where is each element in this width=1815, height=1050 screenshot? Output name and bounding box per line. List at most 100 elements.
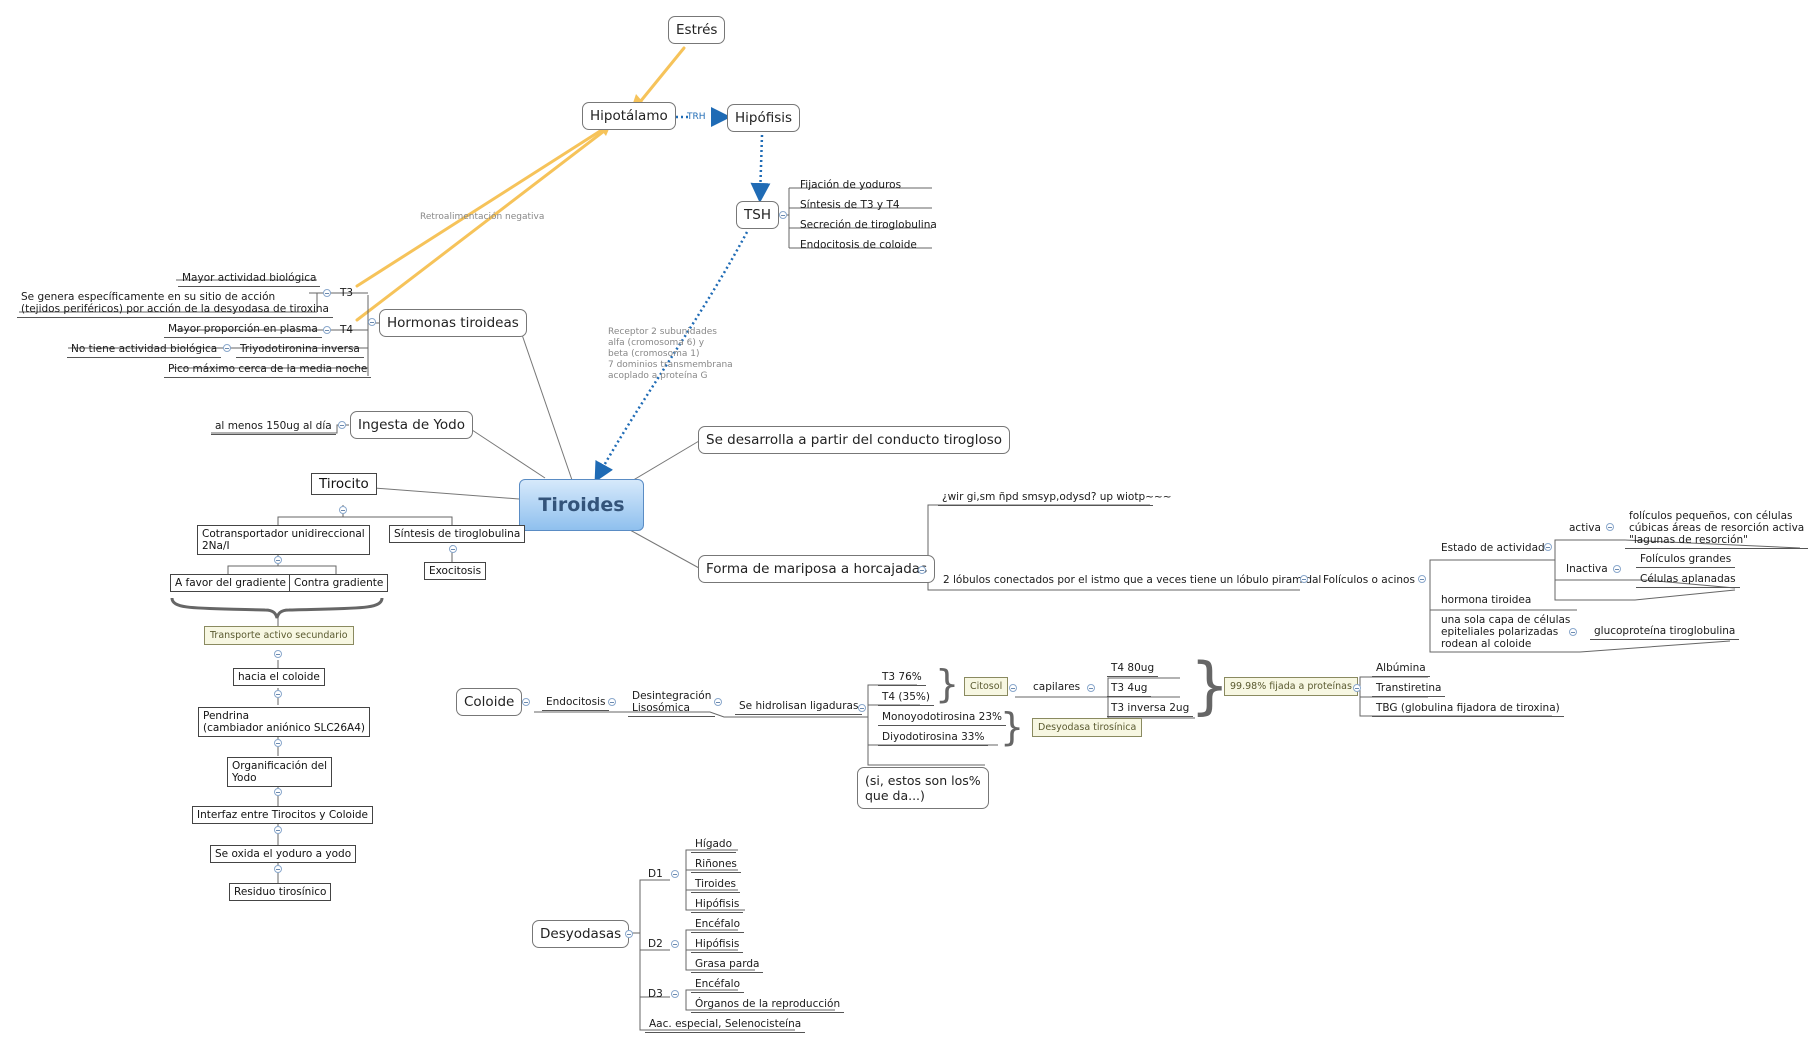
transtiretina[interactable]: Transtiretina bbox=[1372, 682, 1446, 697]
item-diyodotirosina[interactable]: Diyodotirosina 33% bbox=[878, 731, 989, 746]
a-favor-gradiente[interactable]: A favor del gradiente bbox=[170, 574, 292, 592]
dos-lobulos[interactable]: 2 lóbulos conectados por el istmo que a … bbox=[943, 574, 1322, 586]
t3-se-genera[interactable]: Se genera específicamente en su sitio de… bbox=[17, 291, 333, 318]
collapse-interfaz[interactable] bbox=[274, 826, 282, 834]
collapse-cotrans[interactable] bbox=[274, 556, 282, 564]
tbg[interactable]: TBG (globulina fijadora de tiroxina) bbox=[1372, 702, 1564, 717]
inactiva-label[interactable]: Inactiva bbox=[1566, 563, 1608, 575]
residuo-tirosinico[interactable]: Residuo tirosínico bbox=[229, 883, 332, 901]
node-hormonas-tiroideas[interactable]: Hormonas tiroideas bbox=[379, 309, 527, 337]
capilares[interactable]: capilares bbox=[1033, 681, 1081, 693]
organificacion-yodo[interactable]: Organificación del Yodo bbox=[227, 757, 333, 787]
node-ingesta-yodo[interactable]: Ingesta de Yodo bbox=[350, 411, 474, 439]
pico-maximo[interactable]: Pico máximo cerca de la media noche bbox=[164, 363, 372, 378]
collapse-citosol[interactable] bbox=[1009, 684, 1017, 692]
d3-label[interactable]: D3 bbox=[648, 988, 663, 1000]
collapse-transporte[interactable] bbox=[274, 650, 282, 658]
t3-4ug[interactable]: T3 4ug bbox=[1107, 682, 1152, 697]
collapse-capilares[interactable] bbox=[1087, 684, 1095, 692]
collapse-desint[interactable] bbox=[714, 698, 722, 706]
glucoproteina[interactable]: glucoproteína tiroglobulina bbox=[1590, 625, 1740, 640]
collapse-lobulos[interactable] bbox=[1300, 575, 1308, 583]
sintesis-tiroglobulina[interactable]: Síntesis de tiroglobulina bbox=[389, 525, 526, 543]
texto-garbled[interactable]: ¿wir gi,sm ñpd smsyp,odysd? up wiotp~~~ bbox=[938, 491, 1172, 506]
tsh-item[interactable]: Síntesis de T3 y T4 bbox=[800, 199, 900, 211]
tsh-item[interactable]: Fijación de yoduros bbox=[800, 179, 902, 191]
collapse-ingesta[interactable] bbox=[338, 421, 346, 429]
desyodasa-tirosinica[interactable]: Desyodasa tirosínica bbox=[1032, 718, 1143, 737]
foliculos-grandes[interactable]: Folículos grandes bbox=[1636, 553, 1736, 568]
collapse-d1[interactable] bbox=[671, 870, 679, 878]
collapse-estado[interactable] bbox=[1544, 543, 1552, 551]
se-hidrolisan[interactable]: Se hidrolisan ligaduras bbox=[735, 700, 863, 715]
celulas-aplanadas[interactable]: Células aplanadas bbox=[1636, 573, 1740, 588]
fijada-proteinas[interactable]: 99.98% fijada a proteínas bbox=[1224, 677, 1358, 696]
cotransportador[interactable]: Cotransportador unidireccional 2Na/I bbox=[197, 525, 370, 555]
pendrina[interactable]: Pendrina (cambiador aniónico SLC26A4) bbox=[198, 707, 370, 737]
t3-label[interactable]: T3 bbox=[340, 287, 354, 299]
central-node-tiroides[interactable]: Tiroides bbox=[519, 479, 644, 531]
item-t4-35[interactable]: T4 (35%) bbox=[878, 691, 934, 706]
contra-gradiente[interactable]: Contra gradiente bbox=[289, 574, 389, 592]
d1-item[interactable]: Tiroides bbox=[691, 878, 741, 893]
collapse-sintesis[interactable] bbox=[449, 545, 457, 553]
collapse-hidrolisan[interactable] bbox=[858, 704, 866, 712]
ingesta-valor[interactable]: al menos 150ug al día bbox=[211, 420, 336, 435]
t3-mayor-actividad[interactable]: Mayor actividad biológica bbox=[178, 272, 321, 287]
t4-80ug[interactable]: T4 80ug bbox=[1107, 662, 1159, 677]
collapse-d3[interactable] bbox=[671, 990, 679, 998]
capa-celulas[interactable]: una sola capa de células epiteliales pol… bbox=[1441, 614, 1570, 650]
collapse-d2[interactable] bbox=[671, 940, 679, 948]
d2-label[interactable]: D2 bbox=[648, 938, 663, 950]
triyodotironina-inversa[interactable]: Triyodotironina inversa bbox=[236, 343, 364, 358]
collapse-coloide[interactable] bbox=[274, 690, 282, 698]
item-monoyodotirosina[interactable]: Monoyodotirosina 23% bbox=[878, 711, 1006, 726]
collapse-t3[interactable] bbox=[323, 289, 331, 297]
node-tsh[interactable]: TSH bbox=[736, 201, 779, 229]
d1-item[interactable]: Riñones bbox=[691, 858, 741, 873]
estado-actividad[interactable]: Estado de actividad bbox=[1441, 542, 1545, 554]
d1-label[interactable]: D1 bbox=[648, 868, 663, 880]
collapse-triyo[interactable] bbox=[223, 344, 231, 352]
collapse-mariposa[interactable] bbox=[918, 566, 926, 574]
note-bubble[interactable]: (si, estos son los% que da...) bbox=[857, 767, 989, 809]
node-estres[interactable]: Estrés bbox=[668, 16, 726, 44]
node-desyodasas[interactable]: Desyodasas bbox=[532, 920, 630, 948]
interfaz-tirocitos[interactable]: Interfaz entre Tirocitos y Coloide bbox=[192, 806, 373, 824]
collapse-hormonas[interactable] bbox=[368, 318, 376, 326]
tsh-item[interactable]: Endocitosis de coloide bbox=[800, 239, 917, 251]
collapse-pendrina[interactable] bbox=[274, 739, 282, 747]
exocitosis[interactable]: Exocitosis bbox=[424, 562, 487, 580]
endocitosis[interactable]: Endocitosis bbox=[542, 696, 610, 711]
node-forma-mariposa[interactable]: Forma de mariposa a horcajadas bbox=[698, 555, 936, 583]
node-conducto-tirogloso[interactable]: Se desarrolla a partir del conducto tiro… bbox=[698, 426, 1011, 454]
aac-especial[interactable]: Aac. especial, Selenocisteína bbox=[645, 1018, 806, 1033]
t4-mayor-proporcion[interactable]: Mayor proporción en plasma bbox=[164, 323, 322, 338]
node-tirocito[interactable]: Tirocito bbox=[311, 473, 377, 495]
collapse-inactiva[interactable] bbox=[1613, 565, 1621, 573]
d1-item[interactable]: Hipófisis bbox=[691, 898, 744, 913]
transporte-activo[interactable]: Transporte activo secundario bbox=[204, 626, 354, 645]
d2-item[interactable]: Grasa parda bbox=[691, 958, 764, 973]
collapse-foliculos[interactable] bbox=[1418, 575, 1426, 583]
collapse-endocitosis[interactable] bbox=[608, 698, 616, 706]
activa-label[interactable]: activa bbox=[1569, 522, 1601, 534]
d2-item[interactable]: Hipófisis bbox=[691, 938, 744, 953]
collapse-organif[interactable] bbox=[274, 788, 282, 796]
d3-item[interactable]: Encéfalo bbox=[691, 978, 744, 993]
hormona-tiroidea[interactable]: hormona tiroidea bbox=[1441, 594, 1532, 606]
albumina[interactable]: Albúmina bbox=[1372, 662, 1430, 677]
t4-label[interactable]: T4 bbox=[340, 324, 354, 336]
hacia-el-coloide[interactable]: hacia el coloide bbox=[233, 668, 325, 686]
collapse-oxida[interactable] bbox=[274, 865, 282, 873]
foliculos-acinos[interactable]: Folículos o acinos bbox=[1323, 574, 1415, 586]
d1-item[interactable]: Hígado bbox=[691, 838, 737, 853]
collapse-tirocito[interactable] bbox=[339, 506, 347, 514]
item-t3-76[interactable]: T3 76% bbox=[878, 671, 926, 686]
activa-descripcion[interactable]: folículos pequeños, con células cúbicas … bbox=[1625, 510, 1809, 549]
collapse-desyodasas[interactable] bbox=[625, 930, 633, 938]
citosol[interactable]: Citosol bbox=[964, 677, 1009, 696]
triyo-no-actividad[interactable]: No tiene actividad biológica bbox=[67, 343, 222, 358]
t3-inversa-2ug[interactable]: T3 inversa 2ug bbox=[1107, 702, 1194, 717]
collapse-capa[interactable] bbox=[1569, 628, 1577, 636]
